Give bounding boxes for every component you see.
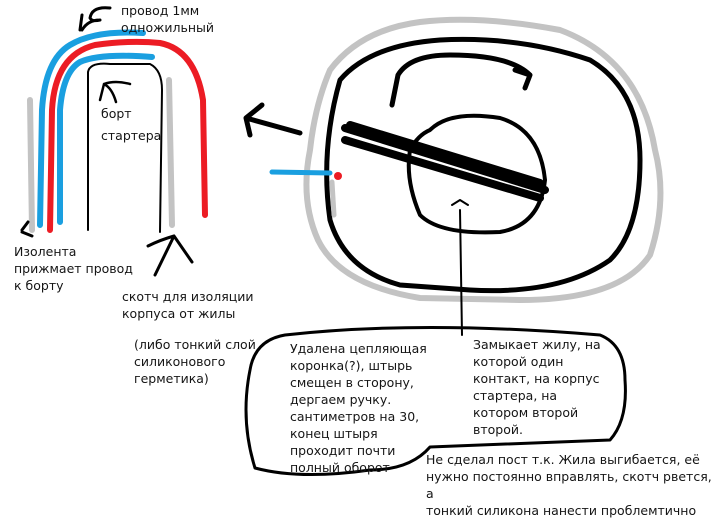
rotation-arrow bbox=[389, 52, 533, 108]
tape-pointer-arrow-left bbox=[20, 220, 34, 238]
pin-bar bbox=[341, 121, 549, 202]
label-rim: борт стартера bbox=[101, 106, 162, 143]
inner-ring bbox=[406, 113, 547, 235]
contact-pointer-line bbox=[451, 199, 469, 336]
tape-gray-stub bbox=[329, 179, 337, 218]
starter-body-outline bbox=[324, 36, 643, 294]
wire-red-end bbox=[334, 172, 342, 180]
note-text: Не сделал пост т.к. Жила выгибается, её … bbox=[426, 452, 712, 518]
label-electrical-tape: Изолента прижмает провод к борту bbox=[14, 244, 133, 293]
callout-left-text: Удалена цепляющая коронка(?), штырь смещ… bbox=[290, 341, 427, 475]
tape-right bbox=[166, 77, 175, 228]
scotch-pointer-arrow bbox=[146, 234, 194, 277]
wire-blue-outer bbox=[37, 29, 146, 228]
tape-left bbox=[27, 97, 35, 233]
pull-arrow bbox=[243, 102, 303, 138]
callout-bubble bbox=[244, 326, 627, 477]
callout-right-text: Замыкает жилу, на которой один контакт, … bbox=[473, 337, 601, 437]
label-silicone-alternative: (либо тонкий слой силиконового герметика… bbox=[134, 337, 256, 386]
label-wire: провод 1мм одножильный bbox=[121, 3, 215, 35]
rim-pointer-arrow bbox=[98, 80, 132, 104]
wire-red bbox=[47, 38, 208, 233]
wire-blue-stub bbox=[269, 169, 333, 176]
starter-rim bbox=[87, 62, 163, 233]
wire-blue-inner bbox=[57, 52, 155, 225]
label-scotch-tape: скотч для изоляции корпуса от жилы bbox=[122, 289, 254, 321]
outer-gray-blob bbox=[303, 16, 664, 303]
wire-pointer-arrow bbox=[78, 6, 112, 32]
